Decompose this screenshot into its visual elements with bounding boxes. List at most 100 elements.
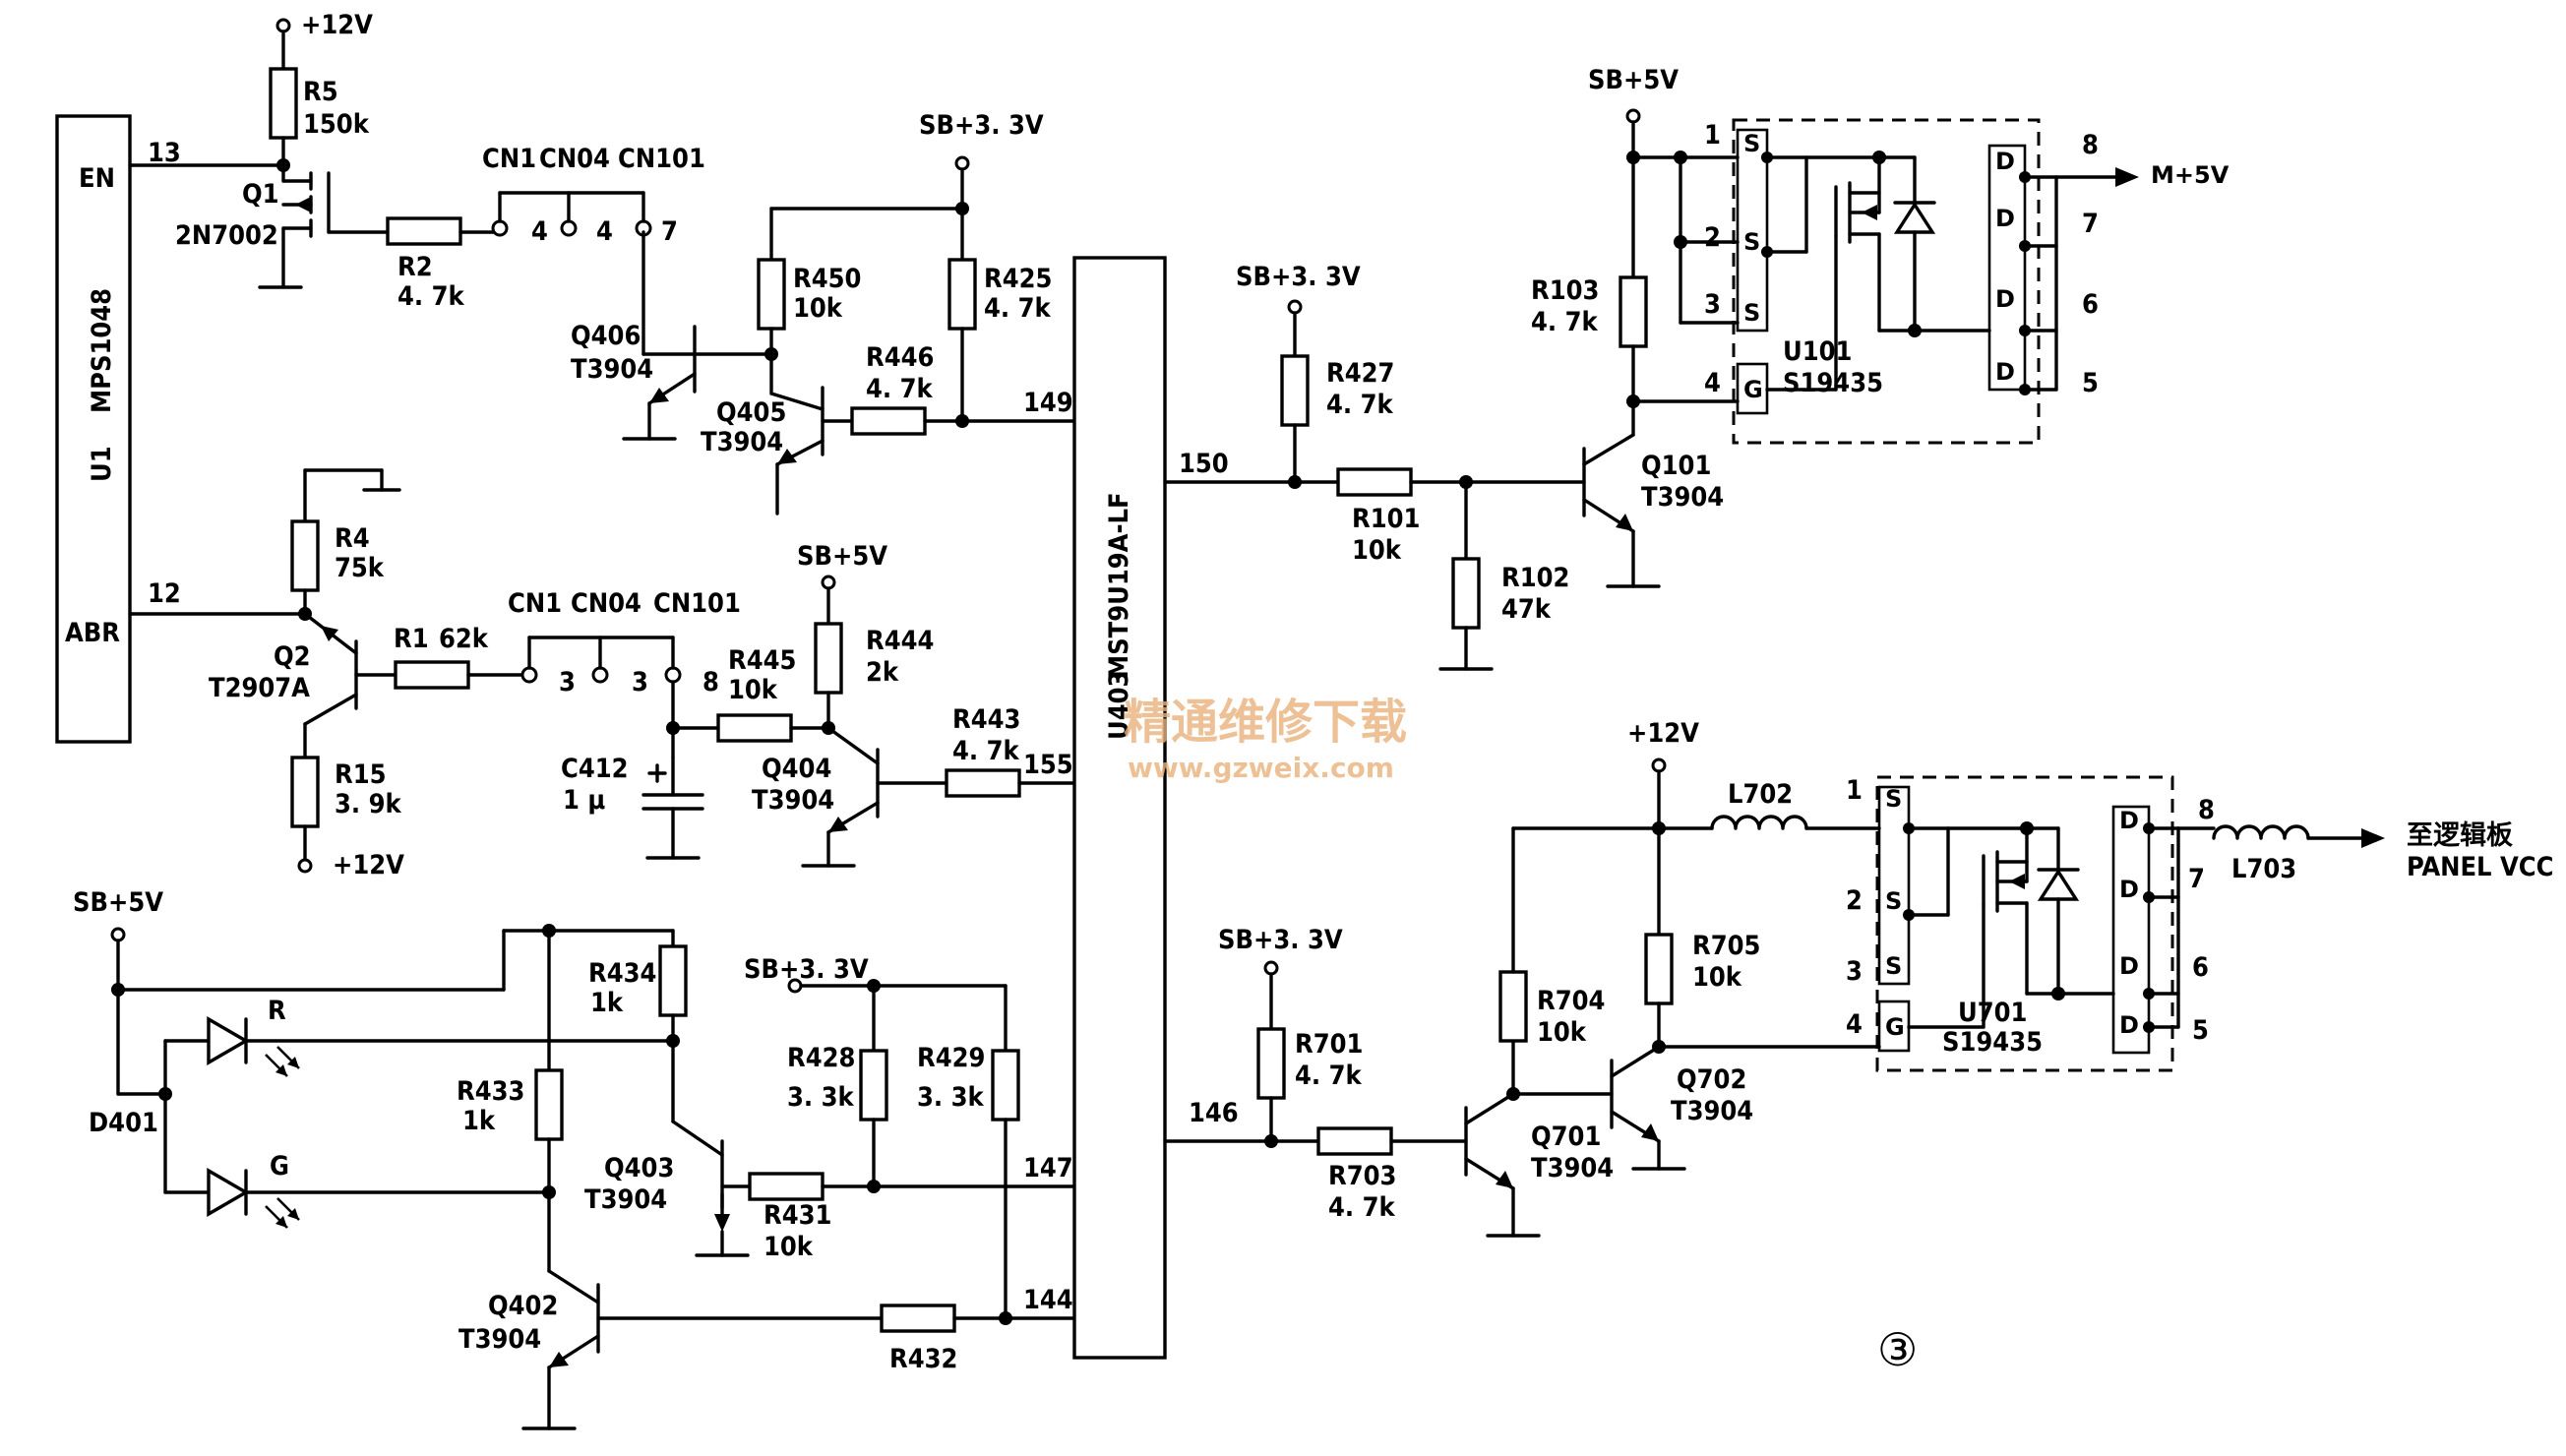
u101-pin3: 3: [1704, 289, 1721, 320]
sb33-a-terminal: [954, 155, 970, 171]
q405-part: T3904: [701, 427, 783, 457]
sb5-a-label: SB+5V: [797, 541, 887, 572]
sb33-a-label: SB+3. 3V: [919, 110, 1044, 141]
q403-part: T3904: [584, 1184, 667, 1215]
q101-part: T3904: [1641, 482, 1724, 513]
u403-pin147: 147: [1023, 1153, 1073, 1183]
transistor-q402: [521, 1269, 884, 1430]
mosfet-q1: [258, 163, 390, 289]
cn-top-pin-1: 4: [531, 216, 548, 247]
r15-value: 3. 9k: [335, 789, 401, 819]
u701-source-block: [1877, 785, 1911, 986]
resistor-r445: [716, 713, 793, 743]
r1-ref: R1: [394, 624, 429, 654]
sb5-c-terminal: [1625, 108, 1641, 124]
transistor-q405: [769, 386, 854, 516]
u1-pin12: 12: [148, 578, 181, 609]
u403-pin144: 144: [1023, 1285, 1073, 1315]
r703-value: 4. 7k: [1328, 1192, 1395, 1223]
junction: [1903, 822, 1915, 834]
cn-mid-3: CN101: [653, 588, 741, 619]
cn-top-1: CN1: [482, 144, 536, 174]
u1-pin-en: EN: [79, 163, 115, 194]
u101-pin2: 2: [1704, 222, 1721, 253]
vcc12-top-label: +12V: [301, 10, 373, 40]
u403-box: [1072, 256, 1167, 1360]
cn-mid-pin-1: 3: [559, 667, 576, 698]
u701-pin3: 3: [1846, 956, 1863, 987]
u701-mosfet-symbol: [1907, 826, 2115, 1029]
r5-value: 150k: [303, 109, 370, 140]
r101-value: 10k: [1352, 535, 1402, 566]
u403-pin155: 155: [1023, 750, 1073, 780]
resistor-r443: [945, 768, 1021, 798]
transistor-q406: [622, 230, 773, 441]
u701-d3: D: [2119, 952, 2139, 980]
junction: [1288, 475, 1302, 489]
q101-ref: Q101: [1641, 451, 1711, 481]
resistor-r434: [658, 944, 688, 1017]
sb33-b-label: SB+3. 3V: [744, 954, 869, 985]
r705-value: 10k: [1692, 962, 1742, 993]
junction: [2020, 821, 2034, 835]
r427-value: 4. 7k: [1326, 390, 1393, 420]
watermark-url: www.gzweix.com: [1128, 752, 1394, 784]
u101-s2: S: [1743, 228, 1760, 256]
cn-mid-pin-3: 8: [703, 667, 719, 698]
l703-ref: L703: [2231, 854, 2296, 884]
q701-ref: Q701: [1531, 1122, 1601, 1152]
u101-ref: U101: [1783, 336, 1852, 367]
q406-part: T3904: [571, 354, 653, 385]
u701-part: S19435: [1942, 1027, 2043, 1058]
r103-ref: R103: [1531, 275, 1599, 306]
resistor-r428: [859, 1049, 888, 1122]
q405-ref: Q405: [716, 397, 786, 428]
q402-part: T3904: [458, 1324, 541, 1355]
resistor-r701: [1256, 1027, 1286, 1100]
resistor-r2: [386, 216, 462, 246]
vcc12-bot-terminal: [1651, 758, 1667, 773]
sb5-b-label: SB+5V: [73, 887, 163, 918]
cn-mid-2: CN04: [571, 588, 642, 619]
u701-s2: S: [1885, 887, 1902, 915]
resistor-r703: [1316, 1126, 1393, 1156]
u701-pin4: 4: [1846, 1009, 1863, 1040]
r101-ref: R101: [1352, 504, 1420, 534]
m5v-label: M+5V: [2151, 161, 2230, 189]
junction: [999, 1311, 1012, 1325]
u403-pin150: 150: [1179, 449, 1229, 479]
sb5-a-terminal: [821, 575, 836, 590]
watermark-cn: 精通维修下载: [1124, 695, 1407, 750]
r15-ref: R15: [335, 759, 387, 790]
r102-value: 47k: [1501, 594, 1552, 625]
r2-ref: R2: [397, 252, 433, 282]
r434-ref: R434: [588, 958, 656, 989]
capacitor-c412: [642, 756, 704, 860]
resistor-r101: [1336, 467, 1413, 497]
q1-ref: Q1: [242, 179, 279, 210]
resistor-r427: [1280, 354, 1310, 427]
r705-ref: R705: [1692, 931, 1760, 961]
sb33-d-terminal: [1263, 960, 1279, 976]
q406-ref: Q406: [571, 321, 641, 351]
q402-ref: Q402: [488, 1291, 558, 1321]
u701-ref: U701: [1958, 998, 2027, 1028]
u101-d1: D: [1995, 148, 2015, 175]
inductor-l702: [1710, 815, 1881, 830]
r432-ref: R432: [889, 1344, 957, 1374]
r425-value: 4. 7k: [984, 293, 1051, 324]
r1-value: 62k: [439, 624, 489, 654]
r4-ref: R4: [335, 523, 370, 554]
u101-outline: [1732, 118, 2041, 445]
r431-ref: R431: [764, 1200, 831, 1231]
r428-ref: R428: [787, 1043, 855, 1073]
r450-value: 10k: [793, 293, 843, 324]
r445-ref: R445: [728, 645, 796, 676]
q2-part: T2907A: [209, 673, 310, 703]
resistor-r431: [748, 1172, 825, 1201]
r446-ref: R446: [866, 342, 934, 373]
u101-s1: S: [1743, 130, 1760, 157]
r428-value: 3. 3k: [787, 1082, 854, 1113]
u403-part: MST9U19A-LF: [1104, 492, 1134, 679]
